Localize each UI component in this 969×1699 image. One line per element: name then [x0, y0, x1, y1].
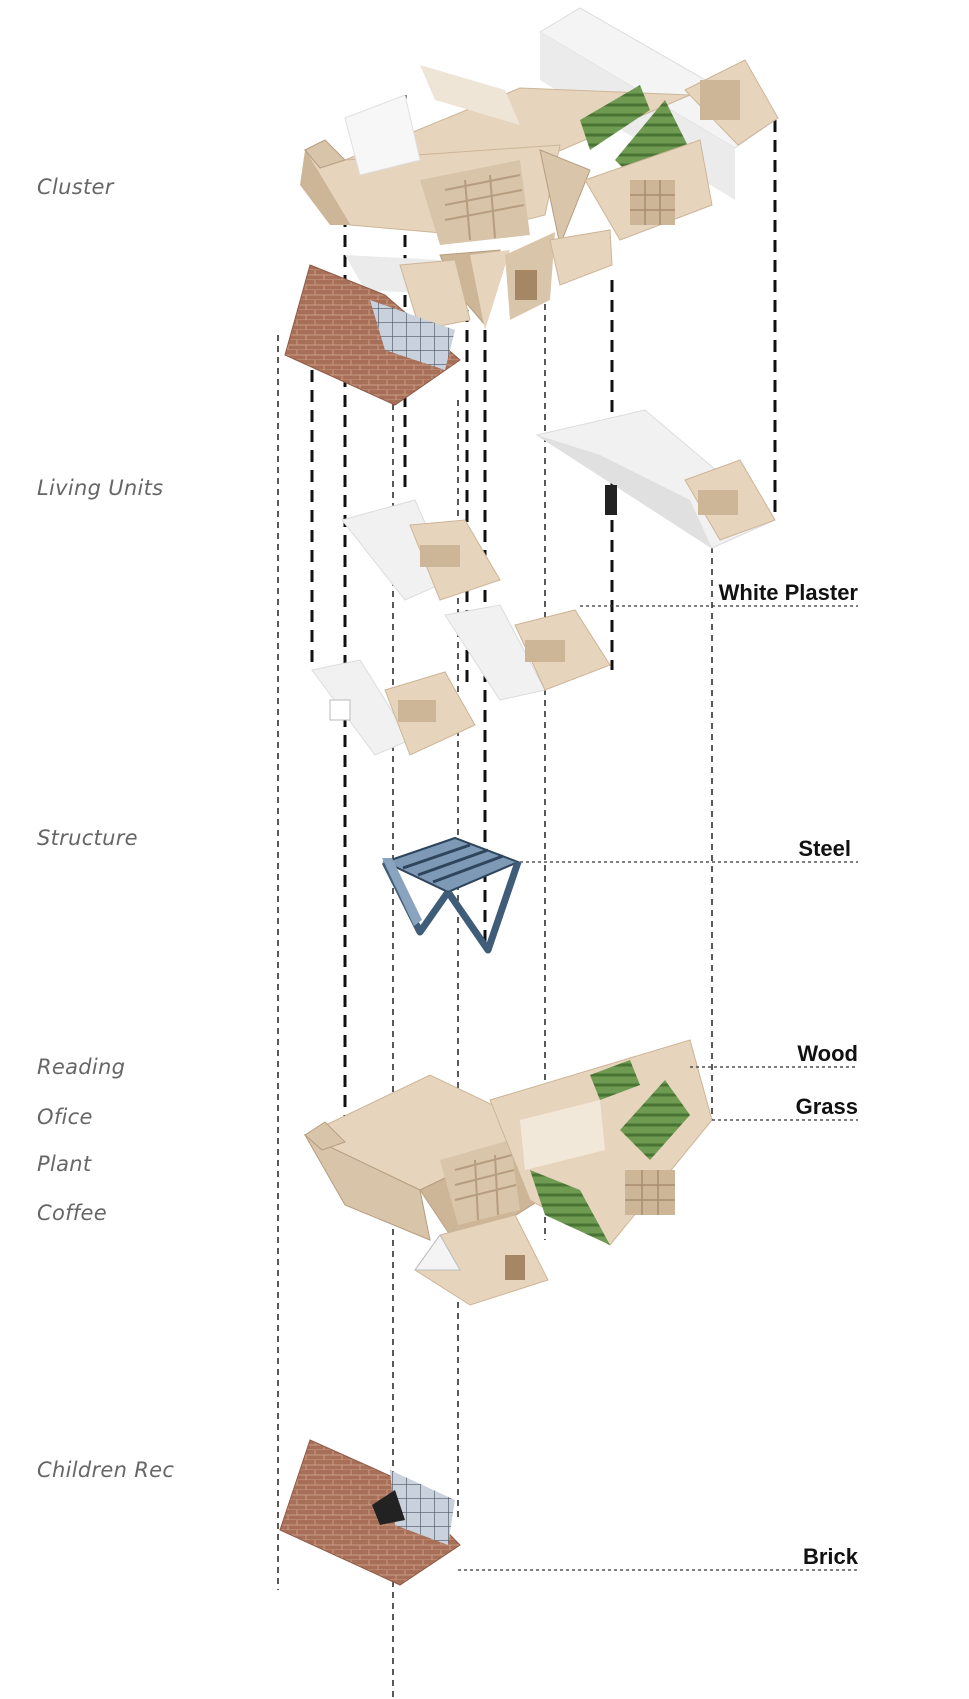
- label-living-units: Living Units: [37, 476, 164, 500]
- material-brick: Brick: [802, 1544, 858, 1569]
- program-model: [303, 1039, 713, 1306]
- material-white-plaster: White Plaster: [718, 580, 858, 605]
- living-unit-right: [535, 409, 776, 549]
- material-wood: Wood: [797, 1041, 858, 1066]
- label-reading: Reading: [37, 1055, 126, 1079]
- cluster-model: [284, 7, 779, 406]
- living-unit-mid-left: [341, 499, 501, 601]
- label-children-rec: Children Rec: [37, 1458, 175, 1482]
- label-structure: Structure: [37, 826, 138, 850]
- material-steel: Steel: [798, 836, 851, 861]
- steel-structure: [381, 836, 522, 954]
- label-plant: Plant: [37, 1152, 92, 1176]
- label-ofice: Ofice: [37, 1105, 93, 1129]
- material-grass: Grass: [795, 1094, 858, 1119]
- label-cluster: Cluster: [37, 175, 114, 199]
- children-rec-model: [279, 1439, 461, 1586]
- living-unit-mid-right: [444, 604, 611, 701]
- living-unit-bottom: [311, 659, 476, 756]
- leader-lines: [458, 605, 858, 1571]
- label-coffee: Coffee: [37, 1201, 107, 1225]
